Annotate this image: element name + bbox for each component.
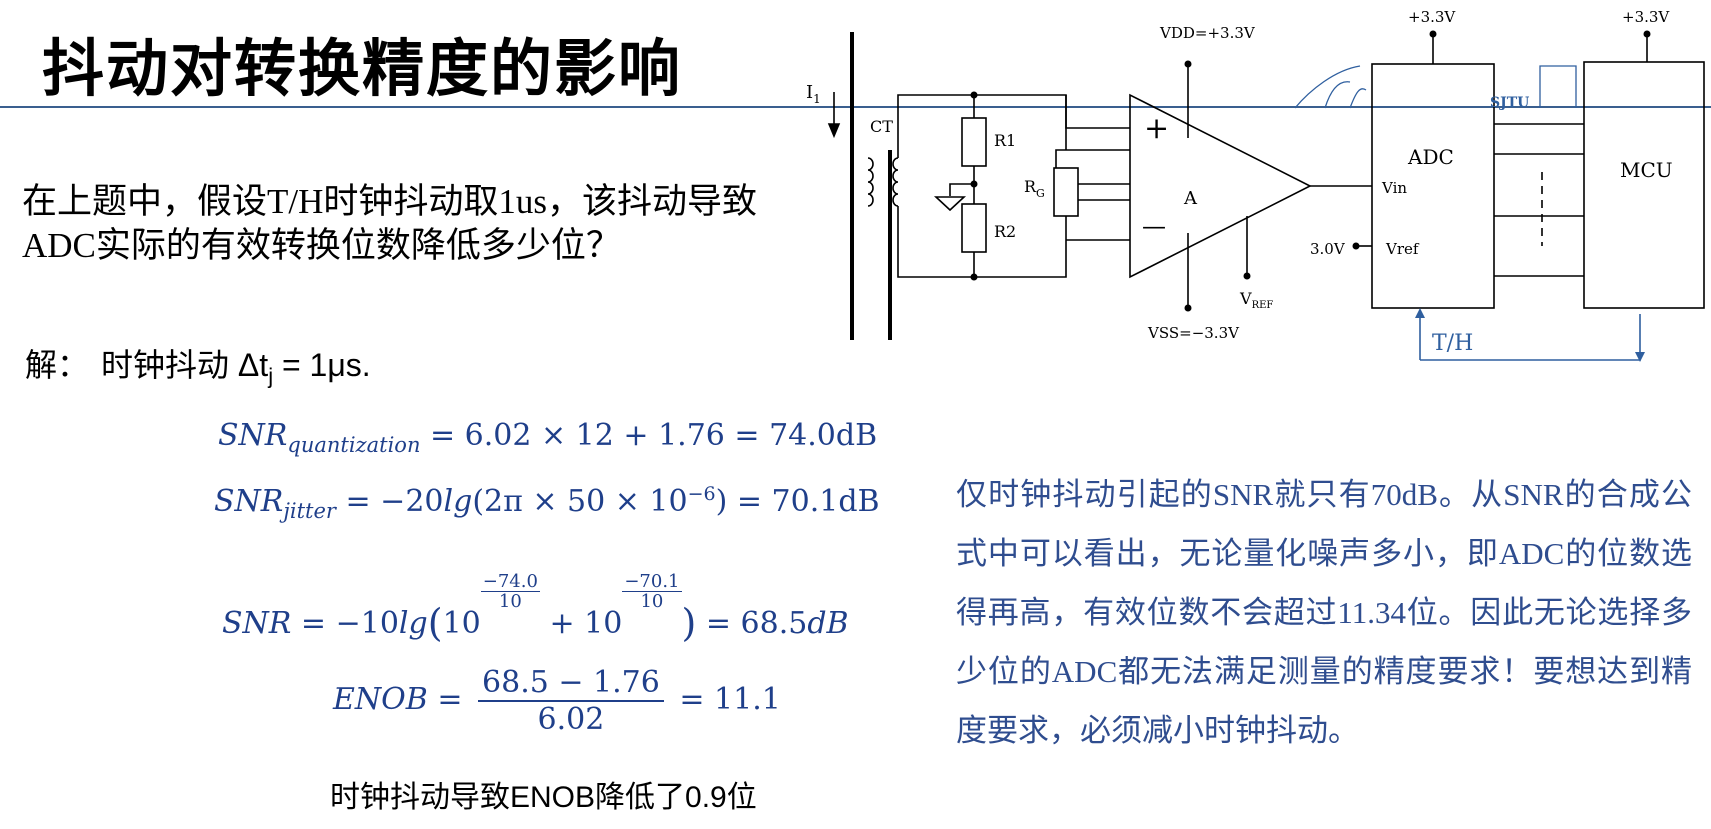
eq3-base1: 10 <box>442 606 481 641</box>
eq3-base2: 10 <box>584 606 623 641</box>
solution-tail: = 1μs. <box>273 347 371 383</box>
question-text: 在上题中，假设T/H时钟抖动取1us，该抖动导致ADC实际的有效转换位数降低多少… <box>22 182 758 265</box>
wire-amp-plus <box>1065 95 1130 129</box>
label-adc-supply: +3.3V <box>1408 8 1456 26</box>
eq2-rhs-c: ) = 70.1dB <box>715 484 880 519</box>
node-mcu-supply <box>1643 30 1651 38</box>
slide-title: 抖动对转换精度的影响 <box>42 32 683 105</box>
wire-rg-top <box>1055 149 1066 168</box>
label-vref: Vref <box>1385 240 1420 258</box>
eq2-lhs: SNR <box>214 484 284 519</box>
mcu-block <box>1583 61 1705 309</box>
node-vref-in <box>1352 242 1360 250</box>
th-arrow-down <box>1635 352 1645 362</box>
label-vin: Vin <box>1381 179 1407 197</box>
node-vss <box>1184 304 1192 312</box>
label-adc: ADC <box>1407 145 1454 169</box>
title-divider <box>0 106 1711 108</box>
solution-subscript: j <box>268 363 274 389</box>
eq3-exp2-den: 10 <box>640 591 664 612</box>
node-vdd <box>1184 60 1192 68</box>
label-th: T/H <box>1432 331 1473 356</box>
resistor-rg <box>1053 167 1079 217</box>
eq1-lhs: SNR <box>218 418 288 453</box>
eq4-lhs: ENOB <box>333 682 428 717</box>
solution-line: 解： 时钟抖动 Δtj = 1μs. <box>25 340 371 389</box>
th-arrow-up <box>1415 308 1425 318</box>
eq4-rhs: = 11.1 <box>669 682 781 717</box>
eq3-rhs-a: = −10 <box>291 606 399 641</box>
node-vref <box>1243 272 1251 280</box>
watermark-ornament <box>1294 65 1367 109</box>
label-vref-amp: VREF <box>1239 289 1273 311</box>
eq4-num: 68.5 − 1.76 <box>478 665 664 702</box>
label-plus: + <box>1144 111 1169 146</box>
node-adc-supply <box>1429 30 1437 38</box>
eq2-rhs-a: = −20 <box>335 484 444 519</box>
node-r1-r2 <box>970 180 978 188</box>
label-rg: RG <box>1024 177 1045 200</box>
node-r1-top <box>970 91 978 99</box>
label-current: I1 <box>806 82 821 106</box>
eq3-exp2-num: −70.1 <box>622 571 682 592</box>
label-ct: CT <box>870 117 893 136</box>
eq2-lhs-sub: jitter <box>283 499 336 523</box>
label-watermark: SJTU <box>1490 95 1529 111</box>
eq3-lg: lg <box>398 606 428 641</box>
node-r2-bottom <box>970 273 978 281</box>
eq1-rhs: = 6.02 × 12 + 1.76 = 74.0dB <box>420 418 878 453</box>
resistor-r2 <box>961 203 987 253</box>
eq2-lg: lg <box>443 484 473 519</box>
eq4-eq: = <box>427 682 473 717</box>
ct-secondary-coil <box>892 157 899 207</box>
solution-label: 解： <box>25 346 90 384</box>
label-r2: R2 <box>994 222 1016 241</box>
eq3-plus: + <box>539 606 585 641</box>
wire-ground <box>949 183 974 196</box>
amplifier-triangle <box>1129 93 1312 279</box>
explanation-text: 仅时钟抖动引起的SNR就只有70dB。从SNR的合成公式中可以看出，无论量化噪声… <box>956 477 1692 748</box>
equation-snr-jitter: SNRjitter = −20lg(2π × 50 × 10−6) = 70.1… <box>214 483 880 523</box>
result-text: 时钟抖动导致ENOB降低了0.9位 <box>330 781 757 814</box>
label-vss: VSS=−3.3V <box>1147 324 1240 342</box>
eq3-paren-open: ( <box>427 601 443 645</box>
eq4-den: 6.02 <box>537 702 605 737</box>
label-vref-voltage: 3.0V <box>1310 240 1346 258</box>
solution-text: 时钟抖动 Δt <box>101 347 269 383</box>
eq1-lhs-sub: quantization <box>287 433 421 457</box>
wire-top <box>897 94 1067 158</box>
eq2-rhs-b: (2π × 50 × 10 <box>472 484 688 519</box>
ground-symbol <box>933 196 967 212</box>
equation-snr-quantization: SNRquantization = 6.02 × 12 + 1.76 = 74.… <box>218 418 877 457</box>
wire-bottom <box>897 206 1067 278</box>
eq2-exp: −6 <box>687 483 716 505</box>
label-r1: R1 <box>994 131 1016 150</box>
eq3-rhs-b: = 68.5 <box>696 606 808 641</box>
label-vdd: VDD=+3.3V <box>1159 24 1256 42</box>
circuit-diagram: I1 CT R1 R2 RG + — A VDD=+3.3V VSS=−3.3V… <box>806 8 1705 362</box>
eq3-unit: dB <box>807 606 849 641</box>
label-mcu-supply: +3.3V <box>1622 8 1670 26</box>
label-amp: A <box>1183 188 1198 209</box>
eq3-lhs: SNR <box>222 606 292 641</box>
current-arrowhead <box>827 123 841 139</box>
eq3-exp1-num: −74.0 <box>480 571 540 592</box>
eq3-paren-close: ) <box>681 601 697 645</box>
ct-primary-coil <box>867 157 874 207</box>
eq3-exp1-den: 10 <box>498 591 522 612</box>
label-minus: — <box>1142 212 1166 240</box>
resistor-r1 <box>961 117 987 167</box>
label-mcu: MCU <box>1620 158 1673 182</box>
